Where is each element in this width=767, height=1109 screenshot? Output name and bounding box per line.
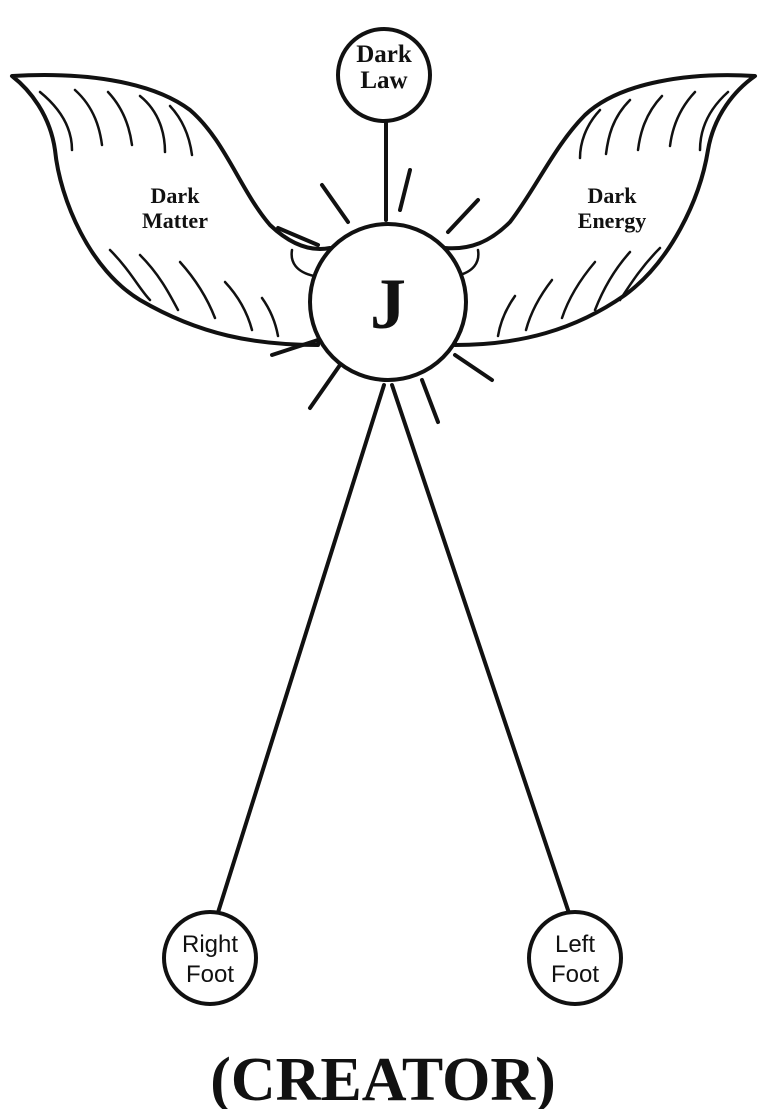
node-center-j: J	[310, 224, 466, 380]
label-dark-energy-line2: Energy	[578, 208, 646, 233]
node-right-foot: Right Foot	[164, 912, 256, 1004]
node-dark-law-line2: Law	[360, 67, 407, 94]
node-left-foot: Left Foot	[529, 912, 621, 1004]
node-right-foot-line2: Foot	[186, 961, 234, 988]
node-center-label: J	[370, 264, 406, 344]
node-dark-law: Dark Law	[338, 29, 430, 121]
connector-right-foot	[215, 385, 384, 922]
node-left-foot-line1: Left	[555, 931, 595, 958]
node-dark-law-line1: Dark	[356, 41, 412, 68]
label-dark-energy-line1: Dark	[588, 183, 638, 208]
caption-creator: (CREATOR)	[210, 1046, 556, 1109]
label-dark-matter-line2: Matter	[142, 208, 208, 233]
node-right-foot-line1: Right	[182, 931, 238, 958]
connector-left-foot	[392, 385, 572, 922]
node-left-foot-line2: Foot	[551, 961, 599, 988]
label-dark-matter-line1: Dark	[151, 183, 201, 208]
